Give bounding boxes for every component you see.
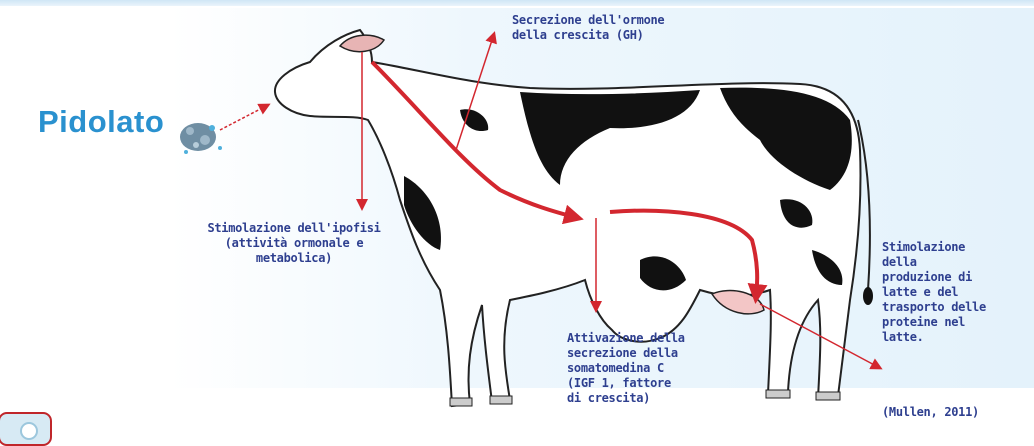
igf-line-5: di crescita) xyxy=(567,391,685,406)
latte-line-4: latte e del xyxy=(882,285,1032,300)
nav-button-icon xyxy=(20,422,38,440)
igf-line-2: secrezione della xyxy=(567,346,685,361)
latte-line-1: Stimolazione xyxy=(882,240,1032,255)
igf-line-3: somatomedina C xyxy=(567,361,685,376)
igf-line-1: Attivazione della xyxy=(567,331,685,346)
cow-diagram xyxy=(0,0,1034,436)
gh-line-2: della crescita (GH) xyxy=(512,28,664,43)
ipofisi-line-1: Stimolazione dell'ipofisi xyxy=(194,221,394,236)
arrow-molecule-to-nose xyxy=(220,105,268,130)
igf-label: Attivazione della secrezione della somat… xyxy=(567,331,685,406)
gh-secretion-label: Secrezione dell'ormone della crescita (G… xyxy=(512,13,664,43)
latte-line-2: della xyxy=(882,255,1032,270)
gh-line-1: Secrezione dell'ormone xyxy=(512,13,664,28)
igf-line-4: (IGF 1, fattore xyxy=(567,376,685,391)
pidolato-title: Pidolato xyxy=(38,104,164,140)
pidolato-molecule-icon xyxy=(180,123,222,154)
citation: (Mullen, 2011) xyxy=(882,405,979,420)
ipofisi-line-2: (attività ormonale e xyxy=(194,236,394,251)
latte-line-5: trasporto delle xyxy=(882,300,1032,315)
latte-label: Stimolazione della produzione di latte e… xyxy=(882,240,1032,345)
ipofisi-line-3: metabolica) xyxy=(194,251,394,266)
ipofisi-label: Stimolazione dell'ipofisi (attività ormo… xyxy=(194,221,394,266)
latte-line-3: produzione di xyxy=(882,270,1032,285)
nav-button[interactable] xyxy=(0,412,52,446)
latte-line-7: latte. xyxy=(882,330,1032,345)
latte-line-6: proteine nel xyxy=(882,315,1032,330)
